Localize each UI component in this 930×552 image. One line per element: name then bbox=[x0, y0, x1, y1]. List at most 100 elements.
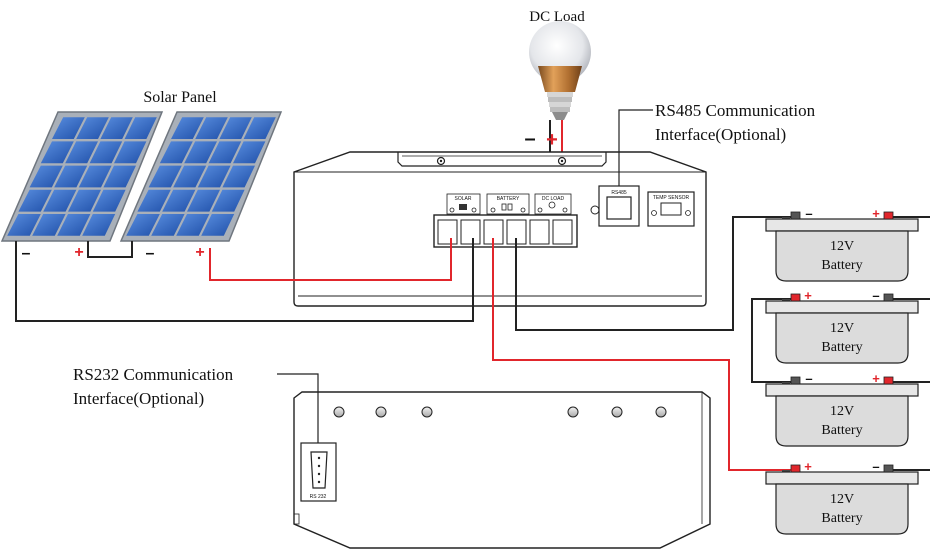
solar-cell bbox=[137, 189, 171, 212]
solar-cell bbox=[40, 141, 74, 164]
terminal-solar-label: SOLAR bbox=[455, 196, 472, 202]
battery-negative-terminal bbox=[790, 376, 801, 385]
battery-body bbox=[775, 230, 909, 282]
battery-bank: –+12VBattery+–12VBattery–+12VBattery+–12… bbox=[765, 206, 919, 535]
controller-bottom-view bbox=[293, 391, 711, 549]
rs232-callout-line bbox=[277, 373, 319, 443]
battery-plus-sign: + bbox=[804, 288, 812, 303]
battery-minus-sign: – bbox=[872, 288, 879, 303]
solar-panel-label: Solar Panel bbox=[143, 89, 217, 106]
battery-lid bbox=[765, 218, 919, 232]
solar-cell bbox=[7, 214, 41, 236]
battery-plus-sign: + bbox=[804, 459, 812, 474]
dc-load-label: DC Load bbox=[529, 9, 585, 25]
battery-lid bbox=[765, 471, 919, 485]
terminal-dc-load-label: DC LOAD bbox=[542, 196, 565, 202]
solar-cell bbox=[92, 189, 126, 212]
solar-cell bbox=[103, 165, 136, 188]
battery-positive-terminal bbox=[790, 464, 801, 473]
battery-lid bbox=[765, 383, 919, 397]
battery-2: + – 12V Battery bbox=[765, 288, 919, 364]
solar-cell bbox=[197, 165, 231, 188]
solar-cell bbox=[208, 141, 242, 164]
solar-cell bbox=[82, 214, 116, 236]
battery-name: Battery bbox=[821, 423, 862, 438]
solar-positive-wire bbox=[209, 238, 452, 281]
solar-cell bbox=[243, 117, 276, 139]
solar-panel-2 bbox=[119, 111, 283, 242]
panel-series-wire bbox=[87, 241, 133, 258]
battery-name: Battery bbox=[821, 511, 862, 526]
battery-plus-sign: + bbox=[872, 371, 880, 386]
solar-cell bbox=[52, 117, 85, 139]
battery-voltage: 12V bbox=[830, 239, 854, 254]
battery-positive-wire bbox=[492, 238, 796, 471]
solar-cell bbox=[201, 214, 235, 236]
load-plus-sign: + bbox=[546, 129, 558, 151]
terminal-battery-label: BATTERY bbox=[497, 196, 520, 202]
solar-cell bbox=[29, 165, 63, 188]
solar-cell bbox=[219, 117, 252, 139]
solar-cell bbox=[43, 189, 77, 212]
rs232-label-line2: Interface(Optional) bbox=[73, 389, 204, 408]
solar-cell bbox=[54, 165, 88, 188]
battery-voltage: 12V bbox=[830, 321, 854, 336]
solar-cell bbox=[57, 214, 91, 236]
solar-cell bbox=[222, 165, 255, 188]
solar-cell bbox=[114, 141, 147, 164]
panel2-plus-sign: + bbox=[195, 244, 204, 261]
rs485-label-line2: Interface(Optional) bbox=[655, 125, 786, 144]
solar-cell bbox=[148, 165, 182, 188]
solar-cell bbox=[162, 189, 196, 212]
controller-top-view bbox=[293, 151, 707, 307]
battery-body bbox=[775, 395, 909, 447]
rs232-label-line1: RS232 Communication bbox=[73, 365, 234, 384]
battery-minus-sign: – bbox=[805, 206, 812, 221]
solar-panel-1 bbox=[0, 111, 164, 242]
solar-cell bbox=[18, 189, 52, 212]
solar-cell bbox=[78, 165, 112, 188]
battery-voltage: 12V bbox=[830, 492, 854, 507]
rs485-callout-line bbox=[618, 109, 653, 186]
battery-lid bbox=[765, 300, 919, 314]
battery-body bbox=[775, 483, 909, 535]
battery-negative-terminal bbox=[883, 464, 894, 473]
rs485-label-line1: RS485 Communication bbox=[655, 101, 816, 120]
panel1-plus-sign: + bbox=[74, 244, 83, 261]
dc-load-bulb-icon bbox=[529, 21, 591, 120]
solar-cell bbox=[171, 117, 204, 139]
temp-sensor-port-label: TEMP SENSOR bbox=[653, 195, 690, 201]
battery-positive-terminal bbox=[883, 211, 894, 220]
solar-cell bbox=[187, 189, 220, 212]
solar-cell bbox=[233, 141, 266, 164]
solar-cell bbox=[32, 214, 66, 236]
battery-body bbox=[775, 312, 909, 364]
solar-cell bbox=[195, 117, 228, 139]
solar-cell bbox=[76, 117, 109, 139]
rs232-port-label: RS 232 bbox=[310, 494, 327, 500]
solar-cell bbox=[173, 165, 207, 188]
battery-voltage: 12V bbox=[830, 404, 854, 419]
solar-cell bbox=[100, 117, 133, 139]
solar-cell bbox=[124, 117, 157, 139]
solar-negative-wire bbox=[15, 238, 474, 322]
load-minus-sign: – bbox=[524, 128, 535, 150]
solar-cell bbox=[184, 141, 217, 164]
solar-cell bbox=[126, 214, 160, 236]
solar-cell bbox=[65, 141, 98, 164]
solar-cell bbox=[211, 189, 245, 212]
solar-cell bbox=[159, 141, 193, 164]
battery-positive-terminal bbox=[883, 376, 894, 385]
battery-name: Battery bbox=[821, 340, 862, 355]
solar-cell bbox=[89, 141, 123, 164]
solar-cell bbox=[176, 214, 210, 236]
battery-name: Battery bbox=[821, 258, 862, 273]
solar-cell bbox=[68, 189, 101, 212]
battery-negative-terminal bbox=[790, 211, 801, 220]
battery-negative-wire bbox=[515, 216, 796, 331]
rs485-port-label: RS485 bbox=[611, 190, 627, 196]
